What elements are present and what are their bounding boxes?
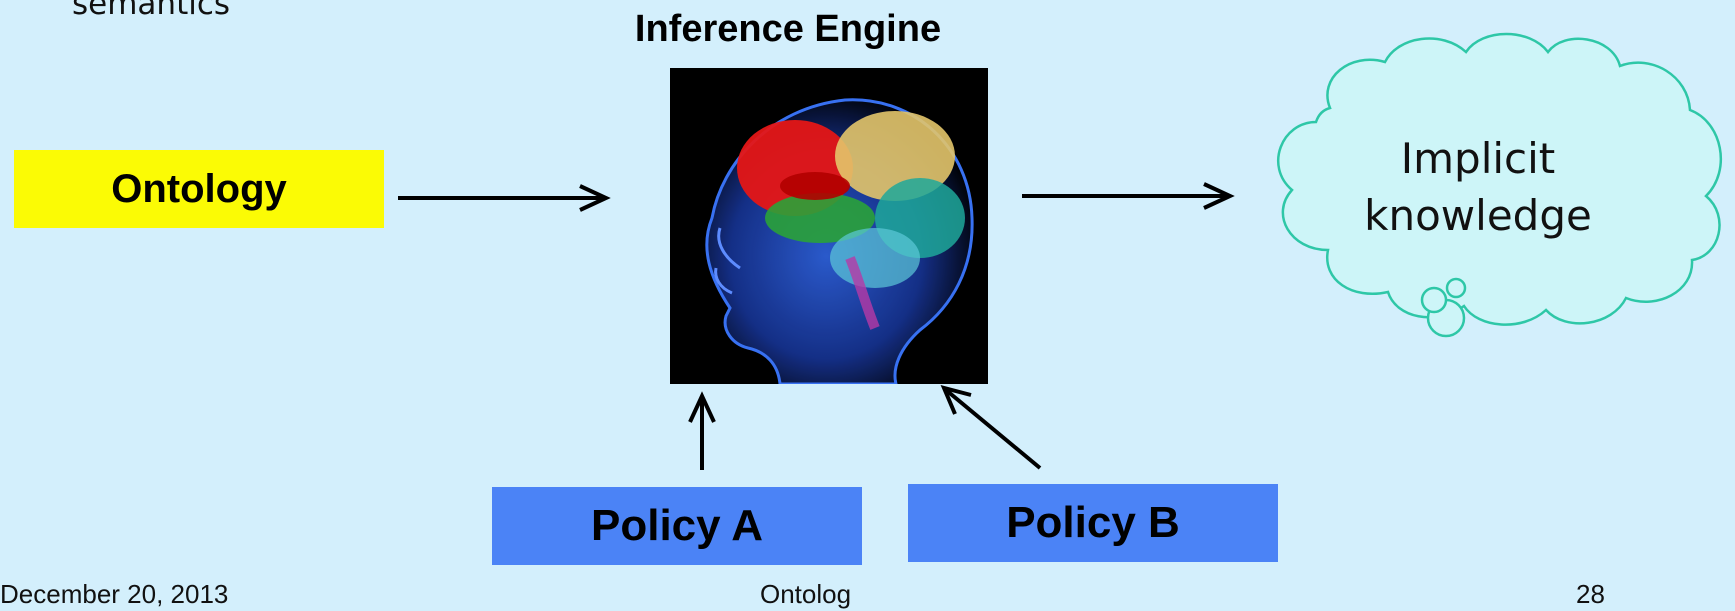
ontology-label: Ontology xyxy=(111,166,287,211)
output-label-line1: Implicit xyxy=(1400,134,1556,183)
policy-a-box: Policy A xyxy=(492,487,862,565)
top-text: semantics xyxy=(72,0,231,22)
policy-b-box: Policy B xyxy=(908,484,1278,562)
arrow-ontology-to-engine xyxy=(398,184,611,212)
policy-b-label: Policy B xyxy=(1006,498,1180,547)
cloud-shape xyxy=(1277,32,1723,338)
brain-illustration xyxy=(670,68,988,384)
engine-title: Inference Engine xyxy=(634,8,942,50)
page-number: 28 xyxy=(1576,579,1605,609)
ontology-box: Ontology xyxy=(14,150,384,228)
arrow-engine-to-knowledge xyxy=(1022,182,1235,210)
footer-title: Ontolog xyxy=(760,579,852,609)
footer-date: December 20, 2013 xyxy=(0,579,229,609)
brain-head-image xyxy=(670,68,988,384)
output-label-line2: knowledge xyxy=(1364,191,1592,240)
arrow-policy-a-to-engine xyxy=(688,391,716,470)
arrow-policy-b-to-engine xyxy=(940,385,1042,470)
policy-a-label: Policy A xyxy=(591,501,763,550)
output-label: Implicit knowledge xyxy=(1320,130,1636,244)
